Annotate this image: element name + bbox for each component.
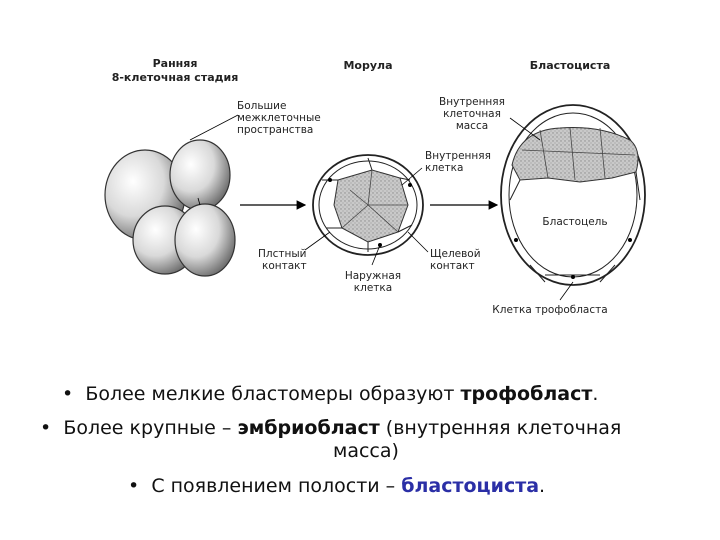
bullet-2: • Более крупные – эмбриобласт (внутрення… <box>40 417 621 440</box>
label-tight-contact-1: Плстный <box>258 248 307 260</box>
label-inner-mass-1: Внутренняя <box>439 96 505 108</box>
bullet-3-after: . <box>539 475 546 497</box>
label-blastocoel: Бластоцель <box>542 216 608 228</box>
morula <box>312 154 424 256</box>
label-large-spaces-3: пространства <box>237 124 314 136</box>
bullet-1-bold: трофобласт <box>460 383 593 405</box>
bullet-2-after: (внутренняя клеточная <box>379 417 622 439</box>
leader-large-spaces <box>189 114 239 141</box>
label-gap-contact-2: контакт <box>430 260 475 272</box>
blastocyst <box>500 104 646 286</box>
bullet-1-text: Более мелкие бластомеры образуют <box>85 383 461 405</box>
bullet-1-marker: • <box>62 383 74 405</box>
label-outer-cell-1: Наружная <box>344 270 402 282</box>
bullet-1-after: . <box>592 383 599 405</box>
stage-early-subtitle: 8-клеточная стадия <box>111 71 239 84</box>
bullet-1: • Более мелкие бластомеры образуют трофо… <box>62 383 598 406</box>
label-outer-cell-2: клетка <box>353 282 393 294</box>
label-inner-cell-1: Внутренняя <box>425 150 491 162</box>
label-inner-mass-3: масса <box>455 120 489 132</box>
label-inner-cell-2: клетка <box>425 162 464 174</box>
stage-early-title: Ранняя <box>152 57 198 70</box>
stage-blastocyst-title: Бластоциста <box>529 59 611 72</box>
bullet-2-line2: масса) <box>333 440 399 462</box>
bullet-2-text: Более крупные – <box>63 417 238 439</box>
label-gap-contact-1: Щелевой <box>430 248 481 260</box>
bullet-3: • С появлением полости – бластоциста. <box>128 475 545 498</box>
eight-cell-embryo <box>104 139 236 277</box>
embryo-stages-diagram: Ранняя 8-клеточная стадия Морула Бластоц… <box>104 57 646 316</box>
stage-morula-title: Морула <box>343 59 393 72</box>
label-tight-contact-2: контакт <box>262 260 307 272</box>
label-large-spaces-2: межклеточные <box>237 112 321 124</box>
bullet-3-marker: • <box>128 475 140 497</box>
bullet-3-bold: бластоциста <box>401 475 540 497</box>
label-large-spaces-1: Большие <box>237 100 287 112</box>
bullet-2-marker: • <box>40 417 52 439</box>
diagram-drawing <box>104 104 646 301</box>
bullet-3-text: С появлением полости – <box>151 475 402 497</box>
label-trophoblast-cell: Клетка трофобласта <box>492 304 608 316</box>
bullet-2-bold: эмбриобласт <box>237 417 380 439</box>
label-inner-mass-2: клеточная <box>443 108 501 120</box>
